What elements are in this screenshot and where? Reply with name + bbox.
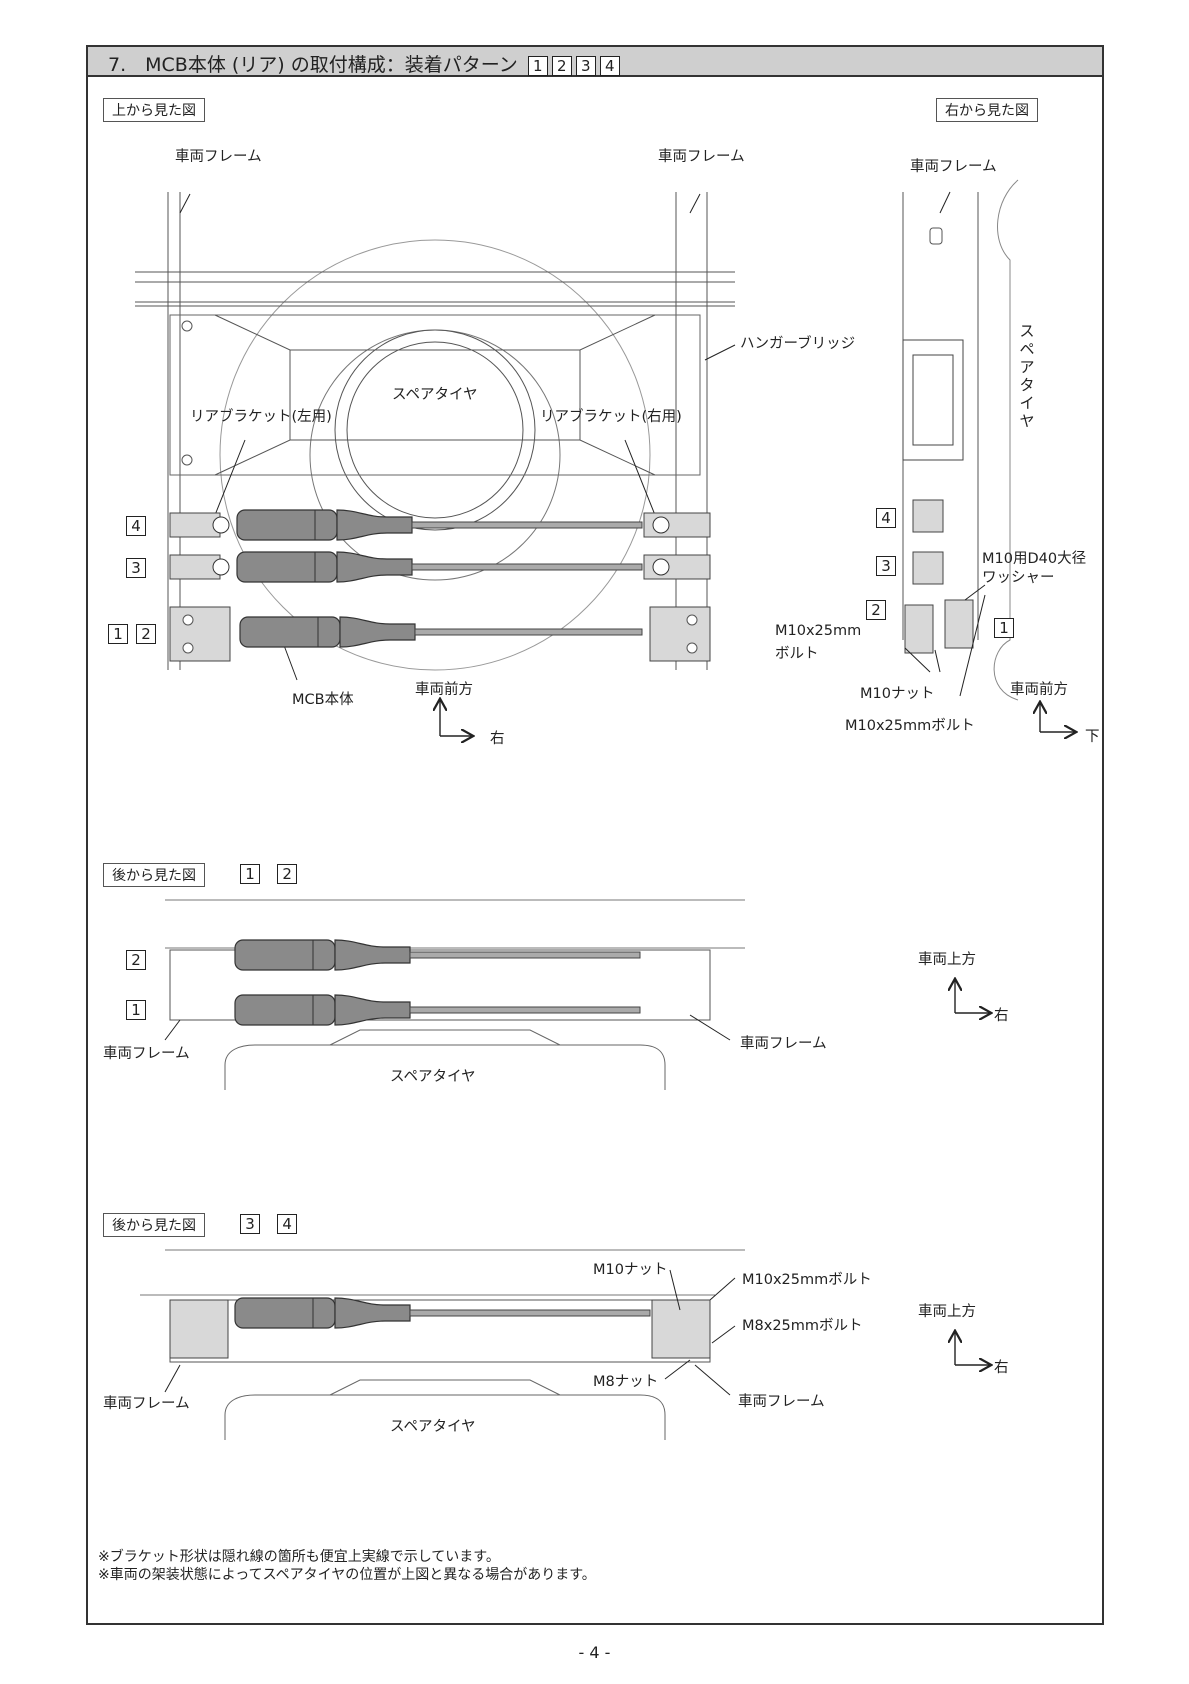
badge-1: 1 [240, 864, 260, 884]
view-tag-rear-34: 後から見た図 [103, 1213, 205, 1237]
rear34-frame-left-label: 車両フレーム [103, 1396, 190, 1412]
view-tag-rear-12: 後から見た図 [103, 863, 205, 887]
bracket-left-label: リアブラケット(左用) [190, 409, 332, 425]
rear12-frame-left-label: 車両フレーム [103, 1046, 190, 1062]
top-row-badge-1: 1 [108, 624, 128, 644]
right-view [902, 179, 1075, 732]
rear12-spare-tire-label: スペアタイヤ [390, 1069, 476, 1085]
right-spare-tire-label: スペアタイヤ [1019, 322, 1035, 430]
right-down-label: 下 [1085, 729, 1100, 745]
mcb-body-label: MCB本体 [292, 692, 354, 708]
bracket-right-label: リアブラケット(右用) [540, 409, 682, 425]
top-row-badge-3: 3 [126, 558, 146, 578]
top-frame-left-label: 車両フレーム [175, 149, 262, 165]
washer-label-1: M10用D40大径 [982, 551, 1087, 567]
note-1: ※ブラケット形状は隠れ線の箇所も便宜上実線で示しています。 [98, 1549, 500, 1565]
rear12-badges: 1 2 [236, 864, 298, 884]
rear34-m10-nut-label: M10ナット [593, 1262, 668, 1278]
right-badge-1: 1 [994, 618, 1014, 638]
rear34-right-label: 右 [994, 1360, 1009, 1376]
pattern-badge-1: 1 [527, 56, 548, 76]
notes: ※ブラケット形状は隠れ線の箇所も便宜上実線で示しています。 ※車両の架装状態によ… [98, 1548, 596, 1584]
right-badge-2: 2 [866, 600, 886, 620]
rear34-spare-tire-label: スペアタイヤ [390, 1419, 476, 1435]
hanger-bridge-label: ハンガーブリッジ [740, 336, 856, 352]
rear34-m8-nut-label: M8ナット [593, 1374, 659, 1390]
top-spare-tire-label: スペアタイヤ [392, 387, 478, 403]
note-2: ※車両の架装状態によってスペアタイヤの位置が上図と異なる場合があります。 [98, 1567, 596, 1583]
badge-4: 4 [277, 1214, 298, 1234]
rear34-frame-right-label: 車両フレーム [738, 1394, 825, 1410]
rear34-badges: 3 4 [236, 1214, 298, 1234]
rear12-up-label: 車両上方 [918, 952, 976, 968]
rear34-m10-bolt-label: M10x25mmボルト [742, 1272, 872, 1288]
bolt2-label: M10x25mmボルト [845, 718, 975, 734]
pattern-badge-2: 2 [551, 56, 572, 76]
rear12-row-badge-1: 1 [126, 1000, 146, 1020]
badge-3: 3 [240, 1214, 260, 1234]
washer-label-2: ワッシャー [982, 570, 1055, 586]
nut-label: M10ナット [860, 686, 935, 702]
rear34-up-label: 車両上方 [918, 1304, 976, 1320]
top-front-label: 車両前方 [415, 682, 473, 698]
top-right-label: 右 [490, 731, 505, 747]
right-frame-label: 車両フレーム [910, 159, 997, 175]
badge-2: 2 [277, 864, 298, 884]
rear12-frame-right-label: 車両フレーム [740, 1036, 827, 1052]
right-badge-4: 4 [876, 508, 896, 528]
rear12-right-label: 右 [994, 1008, 1009, 1024]
top-view [135, 192, 736, 736]
top-row-badge-2: 2 [136, 624, 156, 644]
rear-view-12 [164, 899, 990, 1090]
rear-view-34 [140, 1249, 990, 1440]
top-row-badge-4: 4 [126, 516, 146, 536]
bolt-label-2: ボルト [775, 646, 819, 662]
rear34-m8-bolt-label: M8x25mmボルト [742, 1318, 863, 1334]
right-badge-3: 3 [876, 556, 896, 576]
page-number: - 4 - [578, 1643, 611, 1662]
view-tag-top: 上から見た図 [103, 98, 205, 122]
pattern-badge-4: 4 [599, 56, 620, 76]
pattern-badge-3: 3 [575, 56, 596, 76]
rear12-row-badge-2: 2 [126, 950, 146, 970]
view-tag-right: 右から見た図 [936, 98, 1038, 122]
right-front-label: 車両前方 [1010, 682, 1068, 698]
top-frame-right-label: 車両フレーム [658, 149, 745, 165]
bolt-label-1: M10x25mm [775, 623, 862, 639]
